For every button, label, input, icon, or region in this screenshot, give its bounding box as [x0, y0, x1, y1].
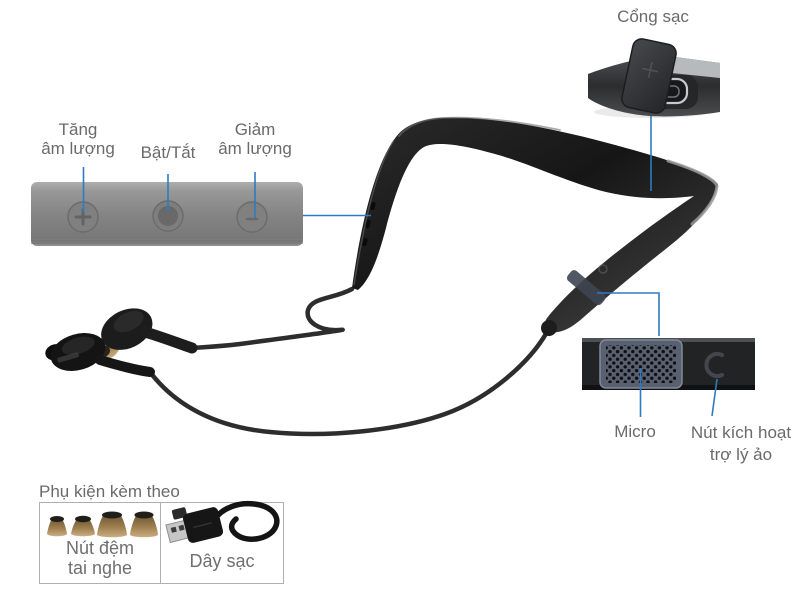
neckband-band: [352, 117, 718, 333]
assistant-button-label: Nút kích hoạt trợ lý ảo: [690, 423, 792, 464]
leader-mic-closeup: [597, 292, 660, 336]
neckband-earphone: [45, 116, 719, 437]
left-earbud: [45, 333, 106, 371]
accessories-box: [39, 500, 284, 584]
band-right-tip: [541, 320, 557, 336]
charging-port-label: Cổng sạc: [617, 7, 689, 26]
band-buttons: [362, 201, 376, 247]
port-top-face: [662, 56, 720, 78]
power-toggle-label: Bật/Tắt: [140, 143, 196, 162]
usb-cable-icon: [165, 500, 280, 544]
right-earbud-cable: [147, 329, 550, 437]
accessories-title: Phụ kiện kèm theo: [39, 482, 180, 501]
band-apex-highlight: [398, 116, 561, 137]
left-earbud-cable: [189, 286, 355, 351]
mic-closeup: [582, 338, 755, 390]
charging-cable-label: Dây sạc: [189, 551, 255, 571]
power-button: [152, 200, 184, 232]
band-corner-highlight: [666, 159, 719, 226]
band-mic-module: [566, 264, 608, 306]
right-earbud-stem: [139, 326, 198, 354]
left-earbud-stem: [95, 355, 155, 377]
microphone-label: Micro: [614, 422, 656, 441]
volume-down-button: [236, 201, 268, 233]
volume-down-label: Giảm âm lượng: [218, 120, 292, 158]
ear-tips-icon: [47, 511, 158, 538]
leader-assistant: [711, 378, 718, 417]
band-left-arm-edge: [353, 139, 395, 286]
port-cover-flap: [621, 38, 677, 114]
ear-tips-label: Nút đệm tai nghe: [65, 538, 135, 578]
charging-port-closeup: [588, 38, 720, 118]
volume-up-label: Tăng âm lượng: [41, 120, 115, 158]
buttons-closeup: [31, 182, 303, 246]
assistant-button-icon: [704, 352, 724, 378]
